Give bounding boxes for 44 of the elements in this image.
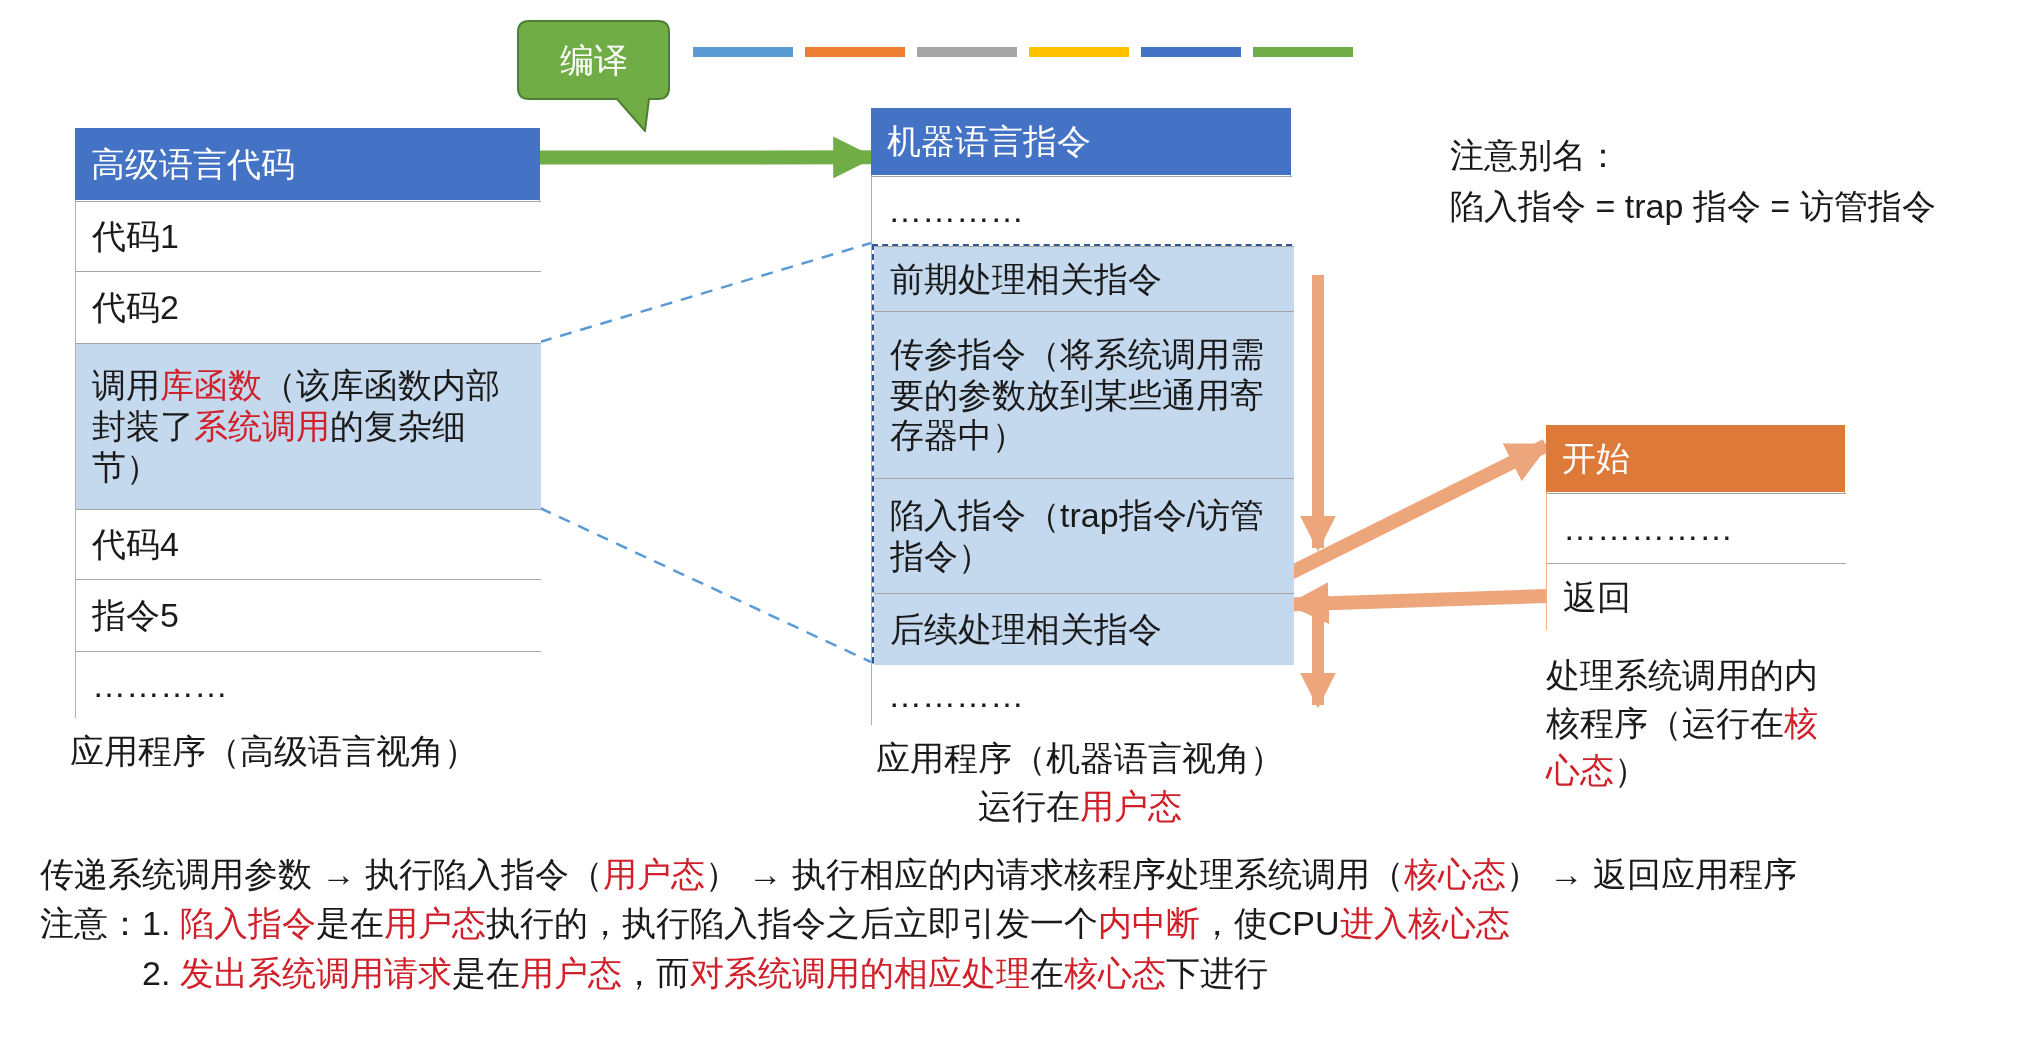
row-text: 代码4 xyxy=(92,524,179,565)
table-row xyxy=(76,271,541,343)
node-label: 处理系统调用的内核程序（运行在核心态） xyxy=(1546,655,1819,792)
note-text: 注意别名： xyxy=(1450,135,1621,176)
row-text: 代码1 xyxy=(92,216,179,257)
node-label: 运行在用户态 xyxy=(978,785,1182,827)
note-text: 1. 陷入指令是在用户态执行的，执行陷入指令之后立即引发一个内中断，使CPU进入核心态 xyxy=(142,903,1510,945)
table-row xyxy=(1547,493,1846,563)
row-text: 返回 xyxy=(1563,577,1631,618)
node-label: 应用程序（机器语言视角） xyxy=(876,738,1284,779)
row-text: ………… xyxy=(92,665,228,706)
row-text: …………… xyxy=(1563,508,1733,549)
header-text: 机器语言指令 xyxy=(887,121,1091,163)
row-text: 调用库函数（该库函数内部封装了系统调用的复杂细节） xyxy=(92,365,501,488)
note-label: 注意： xyxy=(40,903,142,945)
table xyxy=(871,108,1291,725)
row-text: ………… xyxy=(888,674,1024,716)
table-row xyxy=(874,246,1294,311)
table-row xyxy=(872,176,1292,244)
dashed-connector xyxy=(539,506,872,664)
dashed-connector xyxy=(539,241,872,344)
table-row xyxy=(76,343,541,509)
speech-bubble xyxy=(517,20,670,132)
row-text: 陷入指令（trap指令/访管指令） xyxy=(890,495,1266,577)
table-row xyxy=(874,593,1294,665)
table-row xyxy=(874,311,1294,478)
note-text: 2. 发出系统调用请求是在用户态，而对系统调用的相应处理在核心态下进行 xyxy=(142,952,1269,994)
note-text: 陷入指令 = trap 指令 = 访管指令 xyxy=(1450,186,1936,227)
bubble-text: 编译 xyxy=(559,39,628,81)
header-text: 高级语言代码 xyxy=(91,143,295,185)
row-text: 代码2 xyxy=(92,287,179,328)
row-text: 后续处理相关指令 xyxy=(890,609,1162,650)
row-text: 前期处理相关指令 xyxy=(890,258,1162,300)
summary-text: 传递系统调用参数 → 执行陷入指令（用户态） → 执行相应的内请求核程序处理系统调用（核心态） → 返回应用程序 xyxy=(40,854,1798,895)
table-row xyxy=(76,579,541,651)
row-text: 传参指令（将系统调用需要的参数放到某些通用寄存器中） xyxy=(890,333,1265,457)
dashed-frame xyxy=(872,244,1292,663)
row-text: 指令5 xyxy=(92,595,179,636)
table-row xyxy=(76,509,541,579)
row-text: ………… xyxy=(888,190,1024,231)
table-row xyxy=(76,201,541,271)
node-label: 应用程序（高级语言视角） xyxy=(70,731,478,772)
header-text: 开始 xyxy=(1562,438,1630,480)
table-row xyxy=(874,478,1294,593)
